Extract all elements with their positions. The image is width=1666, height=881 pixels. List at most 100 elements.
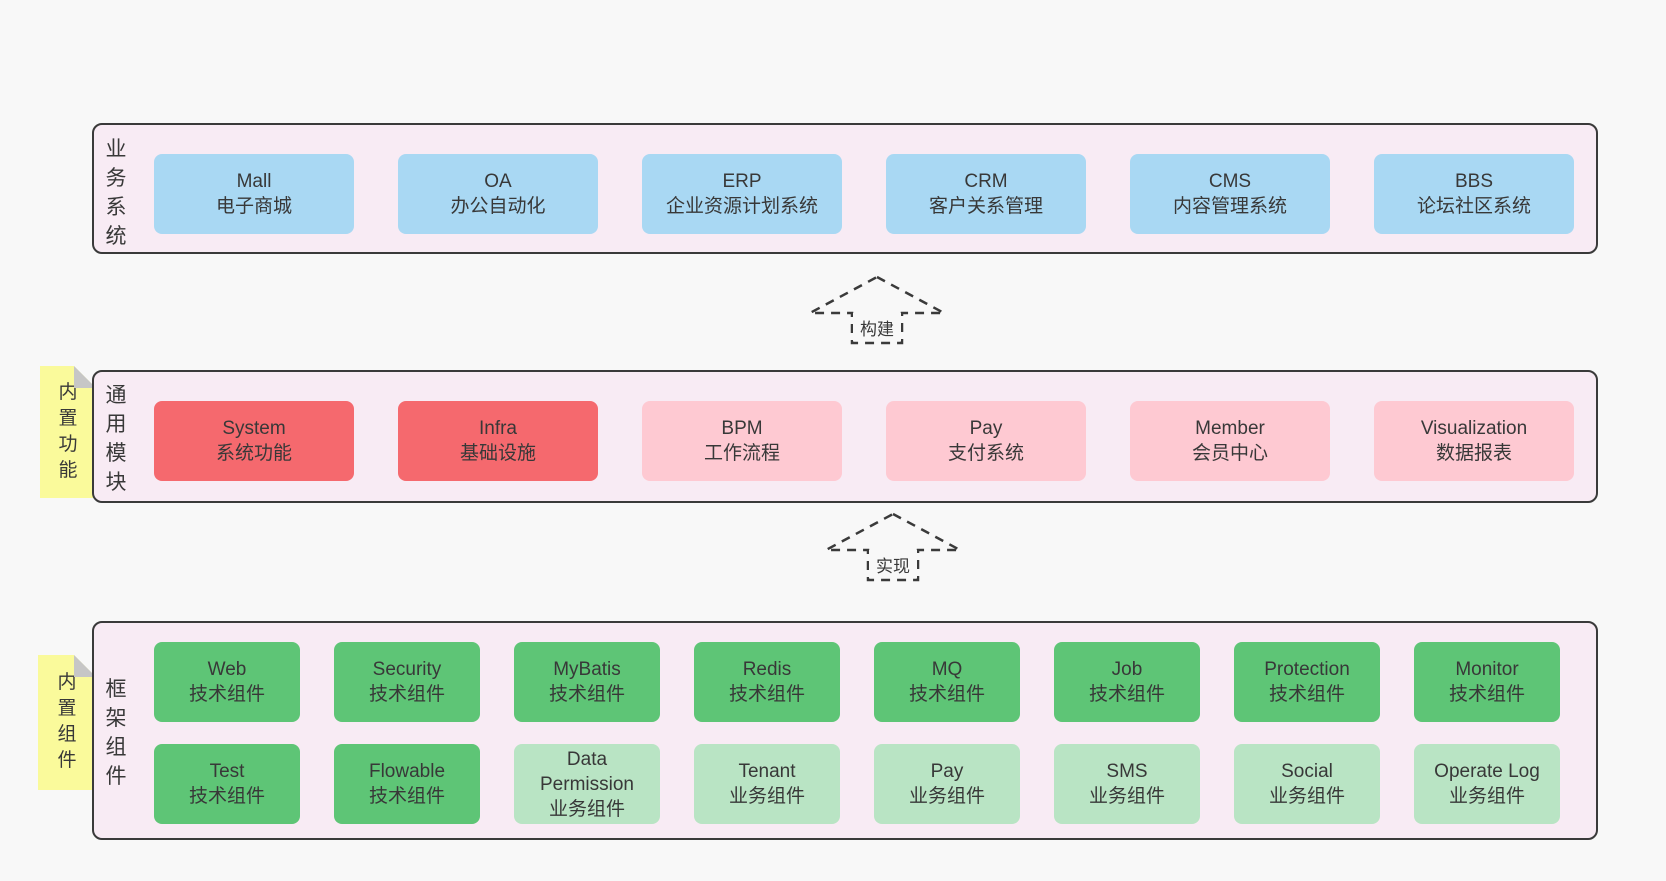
box-title: Member	[1195, 418, 1265, 439]
box-title: Infra	[478, 418, 518, 439]
box-erp: ERP 企业资源计划系统	[642, 154, 842, 234]
box-protection: Protection 技术组件	[1234, 642, 1380, 722]
box-subtitle: 客户关系管理	[928, 196, 1043, 217]
box-title: OA	[484, 171, 512, 192]
builtin-features-tag-label: 内置功能	[58, 382, 78, 481]
box-title: Data Permission	[540, 748, 634, 795]
box-infra: Infra 基础设施	[398, 401, 598, 481]
box-subtitle: 电子商城	[215, 196, 292, 217]
section-business-systems-label: 业务系统	[105, 138, 127, 248]
box-title: Visualization	[1420, 418, 1528, 439]
box-subtitle: 业务组件	[728, 786, 805, 807]
box-title: Pay	[930, 761, 964, 782]
box-oa: OA 办公自动化	[398, 154, 598, 234]
box-title: Web	[207, 659, 247, 680]
box-tenant: Tenant 业务组件	[694, 744, 840, 824]
build-arrow-label: 构建	[853, 313, 901, 341]
section-common-modules: 通用模块 System 系统功能 Infra 基础设施 BPM 工作流程 Pay…	[92, 370, 1598, 503]
box-title: CMS	[1208, 171, 1252, 192]
box-subtitle: 技术组件	[1448, 684, 1525, 705]
box-title: Protection	[1264, 659, 1350, 680]
box-subtitle: 技术组件	[908, 684, 985, 705]
folded-corner	[74, 655, 96, 677]
box-title: SMS	[1106, 761, 1148, 782]
box-subtitle: 基础设施	[459, 443, 536, 464]
box-title: Operate Log	[1434, 761, 1540, 782]
box-title: Pay	[969, 418, 1003, 439]
box-subtitle: 内容管理系统	[1172, 196, 1287, 217]
box-social: Social 业务组件	[1234, 744, 1380, 824]
folded-corner	[74, 366, 96, 388]
box-cms: CMS 内容管理系统	[1130, 154, 1330, 234]
box-member: Member 会员中心	[1130, 401, 1330, 481]
box-system: System 系统功能	[154, 401, 354, 481]
box-web: Web 技术组件	[154, 642, 300, 722]
box-subtitle: 技术组件	[188, 786, 265, 807]
box-title: Security	[372, 659, 442, 680]
box-subtitle: 工作流程	[703, 443, 780, 464]
box-subtitle: 业务组件	[548, 798, 625, 820]
box-subtitle: 业务组件	[1268, 786, 1345, 807]
builtin-features-tag: 内置功能	[40, 366, 96, 498]
box-subtitle: 技术组件	[728, 684, 805, 705]
box-subtitle: 技术组件	[548, 684, 625, 705]
box-test: Test 技术组件	[154, 744, 300, 824]
section-framework-components: 框架组件 Web 技术组件 Security 技术组件 MyBatis 技术组件…	[92, 621, 1598, 840]
box-subtitle: 办公自动化	[450, 196, 546, 217]
box-title: MQ	[931, 659, 963, 680]
implement-arrow: 实现	[823, 512, 963, 582]
dashed-up-arrow-icon	[809, 275, 945, 345]
box-pay: Pay 支付系统	[886, 401, 1086, 481]
box-title: Monitor	[1455, 659, 1519, 680]
box-flowable: Flowable 技术组件	[334, 744, 480, 824]
box-subtitle: 技术组件	[368, 684, 445, 705]
box-subtitle: 业务组件	[1088, 786, 1165, 807]
box-monitor: Monitor 技术组件	[1414, 642, 1560, 722]
box-bpm: BPM 工作流程	[642, 401, 842, 481]
box-security: Security 技术组件	[334, 642, 480, 722]
box-subtitle: 技术组件	[368, 786, 445, 807]
box-subtitle: 系统功能	[215, 443, 292, 464]
box-subtitle: 技术组件	[1088, 684, 1165, 705]
box-title: Mall	[236, 171, 272, 192]
box-title: System	[222, 418, 286, 439]
box-subtitle: 会员中心	[1191, 443, 1268, 464]
box-subtitle: 数据报表	[1435, 443, 1512, 464]
dashed-up-arrow-icon	[825, 512, 961, 582]
box-subtitle: 技术组件	[188, 684, 265, 705]
box-subtitle: 业务组件	[908, 786, 985, 807]
box-title: Flowable	[368, 761, 446, 782]
box-bbs: BBS 论坛社区系统	[1374, 154, 1574, 234]
box-operate-log: Operate Log 业务组件	[1414, 744, 1560, 824]
box-title: Test	[209, 761, 245, 782]
box-pay-component: Pay 业务组件	[874, 744, 1020, 824]
box-redis: Redis 技术组件	[694, 642, 840, 722]
builtin-components-tag-label: 内置组件	[57, 672, 77, 771]
box-visualization: Visualization 数据报表	[1374, 401, 1574, 481]
builtin-components-tag: 内置组件	[38, 655, 96, 790]
box-title: BPM	[721, 418, 763, 439]
box-subtitle: 技术组件	[1268, 684, 1345, 705]
box-subtitle: 企业资源计划系统	[665, 196, 818, 217]
section-business-systems: 业务系统 Mall 电子商城 OA 办公自动化 ERP 企业资源计划系统 CRM…	[92, 123, 1598, 254]
box-title: Redis	[742, 659, 792, 680]
section-framework-components-label: 框架组件	[105, 678, 127, 788]
box-mq: MQ 技术组件	[874, 642, 1020, 722]
box-title: Social	[1281, 761, 1333, 782]
box-title: CRM	[964, 171, 1008, 192]
box-subtitle: 业务组件	[1448, 786, 1525, 807]
build-arrow: 构建	[807, 275, 947, 345]
box-crm: CRM 客户关系管理	[886, 154, 1086, 234]
box-mybatis: MyBatis 技术组件	[514, 642, 660, 722]
box-subtitle: 论坛社区系统	[1416, 196, 1531, 217]
box-title: Job	[1111, 659, 1143, 680]
box-data-permission: Data Permission 业务组件	[514, 744, 660, 824]
implement-arrow-label: 实现	[869, 550, 917, 578]
box-title: BBS	[1454, 171, 1494, 192]
box-sms: SMS 业务组件	[1054, 744, 1200, 824]
box-job: Job 技术组件	[1054, 642, 1200, 722]
box-title: MyBatis	[553, 659, 621, 680]
box-title: Tenant	[738, 761, 796, 782]
box-title: ERP	[722, 171, 762, 192]
